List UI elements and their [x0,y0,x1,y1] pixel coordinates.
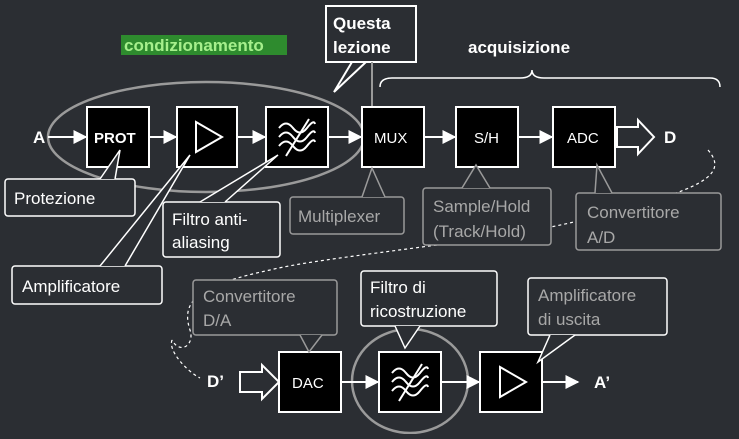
output-amplifier-block [479,351,543,413]
filtro-ricostruzione-callout: Filtro di ricostruzione [360,270,498,350]
svg-text:Convertitore: Convertitore [587,203,680,222]
svg-text:Sample/Hold: Sample/Hold [433,197,530,216]
amplifier-block [176,106,238,168]
acquisizione-label: acquisizione [468,38,570,57]
protezione-callout: Protezione [4,149,136,217]
svg-text:DAC: DAC [292,375,324,392]
svg-text:lezione: lezione [333,38,391,57]
svg-text:Questa: Questa [333,14,391,33]
amplificatore-uscita-callout: Amplificatore di uscita [527,277,668,365]
acquisizione-brace [379,69,721,88]
amplifier-triangle-icon [499,365,529,399]
svg-text:Filtro anti-: Filtro anti- [172,210,248,229]
questa-lezione-callout: Questa lezione [325,5,417,93]
svg-text:PROT: PROT [94,130,136,147]
svg-text:Multiplexer: Multiplexer [298,207,381,226]
svg-text:Filtro di: Filtro di [370,278,426,297]
adc-callout: Convertitore A/D [575,162,722,251]
multiplexer-callout: Multiplexer [289,165,405,235]
dashed-link [171,149,716,348]
mux-block: MUX [361,106,425,168]
svg-text:D/A: D/A [203,311,232,330]
filtro-antialiasing-callout: Filtro anti- aliasing [162,154,281,258]
input-arrow-icon [239,362,281,402]
svg-text:S/H: S/H [474,130,499,147]
input-a-label: A [33,128,45,147]
svg-text:Convertitore: Convertitore [203,287,296,306]
dac-block: DAC [278,351,342,413]
svg-text:Amplificatore: Amplificatore [22,277,120,296]
svg-text:ADC: ADC [567,130,599,147]
amplificatore-callout: Amplificatore [11,154,191,305]
filter-wave-icon [391,363,429,402]
svg-text:condizionamento: condizionamento [124,36,264,55]
amplifier-triangle-icon [195,120,225,154]
svg-text:MUX: MUX [374,130,407,147]
svg-text:aliasing: aliasing [172,233,230,252]
adc-block: ADC [552,106,616,168]
sample-hold-callout: Sample/Hold (Track/Hold) [422,163,552,246]
dac-callout: Convertitore D/A [192,279,338,354]
svg-text:Amplificatore: Amplificatore [538,286,636,305]
reconstruction-filter-block [378,351,442,413]
output-d-label: D [664,128,676,147]
svg-text:Protezione: Protezione [14,189,95,208]
svg-text:(Track/Hold): (Track/Hold) [433,222,526,241]
svg-text:di uscita: di uscita [538,310,601,329]
svg-text:A/D: A/D [587,228,615,247]
svg-text:ricostruzione: ricostruzione [370,302,466,321]
condizionamento-label: condizionamento [121,35,287,55]
output-arrow-icon [616,117,656,157]
filter-wave-icon [278,118,316,157]
output-a-prime-label: A’ [594,373,610,392]
input-d-prime-label: D’ [207,372,224,391]
sample-hold-block: S/H [455,106,519,168]
